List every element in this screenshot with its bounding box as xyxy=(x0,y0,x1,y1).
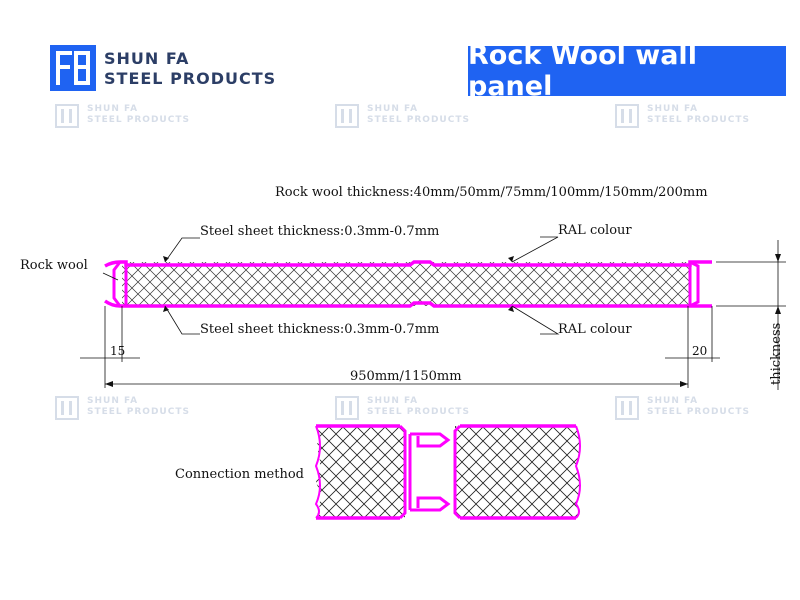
brand-logo: SHUN FA STEEL PRODUCTS xyxy=(50,45,290,95)
steel-sheet-top-label: Steel sheet thickness:0.3mm-0.7mm xyxy=(200,224,439,239)
steel-sheet-bottom-label: Steel sheet thickness:0.3mm-0.7mm xyxy=(200,322,439,337)
ral-colour-top-label: RAL colour xyxy=(558,223,632,238)
dim-thickness-label: thickness xyxy=(769,323,784,385)
connection-method-label: Connection method xyxy=(175,467,304,482)
thickness-options-label: Rock wool thickness:40mm/50mm/75mm/100mm… xyxy=(275,185,708,200)
brand-name: SHUN FA xyxy=(104,49,190,68)
dim-left-label: 15 xyxy=(110,344,125,358)
ral-colour-bottom-label: RAL colour xyxy=(558,322,632,337)
rock-wool-core xyxy=(122,262,690,306)
brand-subtitle: STEEL PRODUCTS xyxy=(104,69,277,88)
rock-wool-label: Rock wool xyxy=(20,258,88,273)
connection-detail xyxy=(314,424,581,520)
panel-cross-section xyxy=(103,260,712,308)
dim-width-label: 950mm/1150mm xyxy=(350,369,462,384)
shunfa-logo-icon xyxy=(50,45,96,91)
page-title: Rock Wool wall panel xyxy=(468,40,786,102)
dim-right-label: 20 xyxy=(692,344,707,358)
